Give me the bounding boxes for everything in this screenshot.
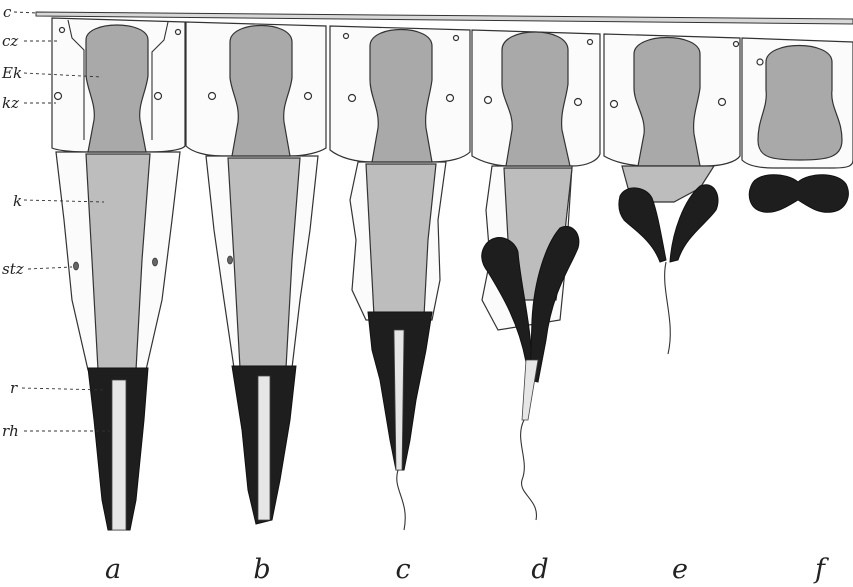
tail-e	[665, 262, 671, 354]
label-c: c	[3, 3, 12, 21]
ommatidium-e	[604, 34, 740, 354]
column-label-b: b	[253, 554, 270, 585]
ommatidium-a	[52, 18, 185, 530]
pigment-f	[749, 175, 848, 213]
tail-c	[397, 470, 405, 530]
nucleus-b2	[305, 93, 312, 100]
top-nucleus-5	[588, 40, 593, 45]
nucleus-b3	[228, 256, 233, 264]
nucleus-b1	[209, 93, 216, 100]
top-nucleus-1	[60, 28, 65, 33]
tail-d	[521, 420, 537, 520]
nucleus-f1	[757, 59, 763, 65]
cone-stalk-c	[366, 164, 436, 316]
nucleus-c1	[349, 95, 356, 102]
rhabdom-b	[258, 376, 270, 520]
rhabdom-a	[112, 380, 126, 530]
crystal-cone-f	[758, 46, 842, 161]
label-kz: kz	[2, 94, 19, 112]
column-label-c: c	[395, 554, 410, 585]
crystal-cone-c	[370, 30, 432, 163]
label-k: k	[13, 192, 22, 210]
nucleus-a2	[155, 93, 162, 100]
leader-stz	[28, 267, 72, 269]
label-ek: Ek	[1, 64, 22, 82]
nucleus-d1	[485, 97, 492, 104]
nucleus-a3	[74, 262, 79, 270]
rhabdom-d	[522, 360, 538, 420]
ommatidium-f	[742, 38, 853, 212]
crystal-cone-a	[86, 25, 148, 152]
leader-c	[14, 12, 38, 13]
label-rh: rh	[2, 422, 19, 440]
ommatidium-b	[186, 22, 326, 524]
crystal-cone-b	[230, 26, 292, 157]
label-r: r	[10, 379, 18, 397]
nucleus-e1	[611, 101, 618, 108]
top-nucleus-2	[176, 30, 181, 35]
column-label-d: d	[531, 554, 548, 585]
nucleus-d2	[575, 99, 582, 106]
ommatidium-d	[472, 30, 600, 520]
top-nucleus-6	[734, 42, 739, 47]
label-stz: stz	[2, 260, 24, 278]
nucleus-c2	[447, 95, 454, 102]
column-label-e: e	[672, 554, 688, 585]
column-label-f: f	[813, 554, 829, 585]
crystal-cone-d	[502, 32, 570, 166]
rhabdom-c	[394, 330, 404, 470]
column-label-a: a	[105, 554, 121, 585]
nucleus-e2	[719, 99, 726, 106]
ommatidium-c	[330, 26, 470, 530]
nucleus-a4	[153, 258, 158, 266]
top-nucleus-3	[344, 34, 349, 39]
top-nucleus-4	[454, 36, 459, 41]
label-cz: cz	[2, 32, 18, 50]
crystal-cone-e	[634, 38, 700, 167]
nucleus-a1	[55, 93, 62, 100]
